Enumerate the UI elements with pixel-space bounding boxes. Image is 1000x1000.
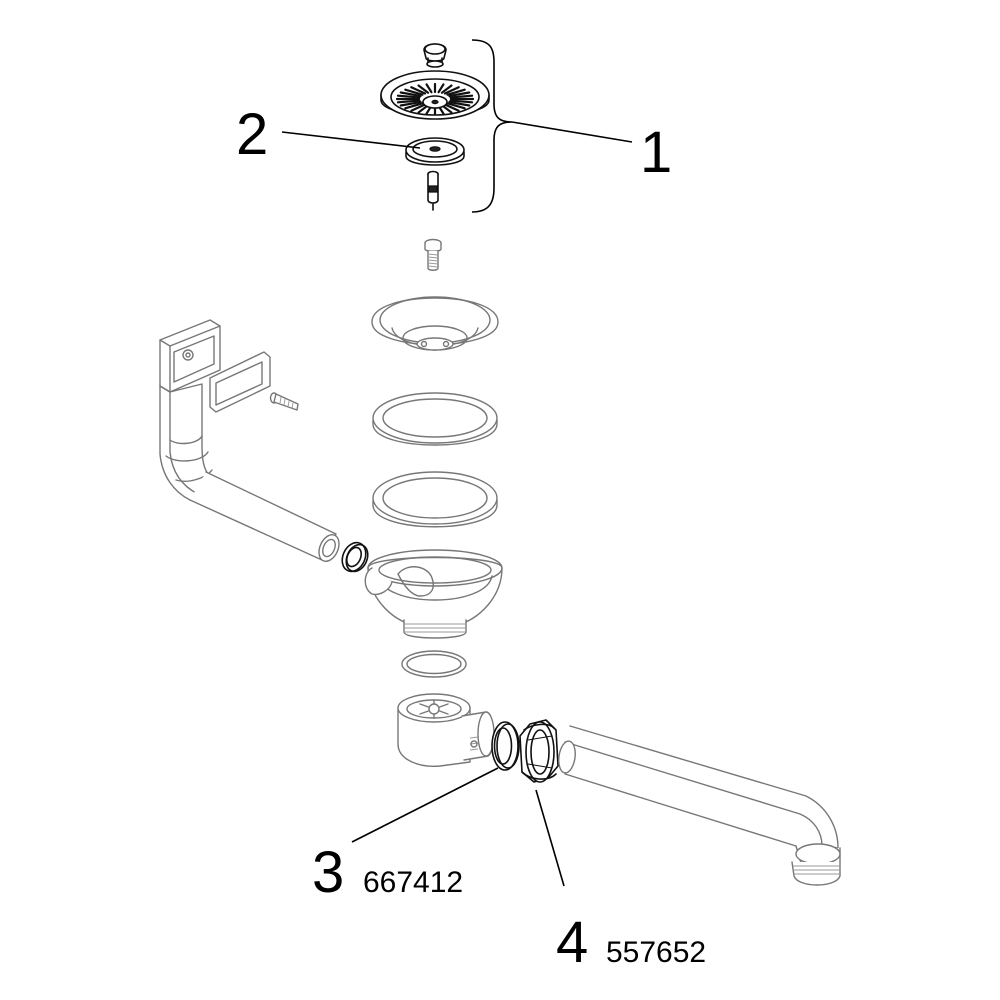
strainer-slot [399, 91, 422, 98]
flange-gasket-lower [372, 471, 498, 528]
strainer-slot [449, 99, 474, 104]
strainer-slot [443, 103, 460, 112]
spindle-bolt [424, 238, 442, 271]
overflow-gasket [209, 351, 271, 413]
overflow-pipe [159, 383, 340, 563]
strainer-slot [399, 100, 422, 107]
strainer-knob [423, 43, 447, 68]
overflow-screw [269, 392, 299, 411]
sealing-washer-3 [491, 721, 520, 771]
strainer-slot [404, 102, 424, 110]
strainer-slot [446, 88, 466, 96]
strainer-slot [448, 91, 471, 98]
callout-4-number: 4 [556, 910, 588, 975]
strainer-slot [425, 83, 433, 94]
strainer-slot [437, 83, 445, 94]
callout-3-number: 3 [312, 840, 344, 905]
strainer-basket [380, 70, 490, 120]
callout-1-leader [511, 121, 633, 143]
trap-body [397, 693, 495, 767]
strainer-slot [440, 84, 453, 94]
union-nut-4 [519, 719, 559, 783]
overflow-plate [159, 319, 221, 393]
overflow-connector-ring [341, 541, 369, 573]
strainer-slot [443, 86, 460, 95]
callout-2-leader [281, 131, 421, 149]
callout-1-number: 1 [640, 120, 672, 185]
sink-flange [371, 296, 499, 351]
strainer-slot [417, 84, 430, 94]
strainer-slot [446, 102, 466, 110]
outlet-pipe [558, 725, 841, 886]
strainer-slot [396, 94, 421, 99]
strainer-slot [448, 100, 471, 107]
strainer-slot [404, 88, 424, 96]
strainer-slot [410, 86, 427, 95]
callout-1-bracket [471, 39, 513, 213]
callout-4-leader [535, 789, 565, 887]
strainer-seal-disc [405, 137, 465, 166]
drain-body-o-ring [401, 650, 467, 678]
drain-body [364, 549, 503, 639]
callout-2-number: 2 [236, 102, 268, 167]
callout-4-part-number: 557652 [606, 936, 706, 969]
strainer-slot [449, 94, 474, 99]
callout-3-part-number: 667412 [363, 866, 463, 899]
strainer-slot [396, 99, 421, 104]
strainer-slot [410, 103, 427, 112]
flange-gasket-upper [372, 392, 498, 446]
callout-3-leader [351, 767, 499, 843]
strainer-stem-pin [427, 170, 439, 211]
